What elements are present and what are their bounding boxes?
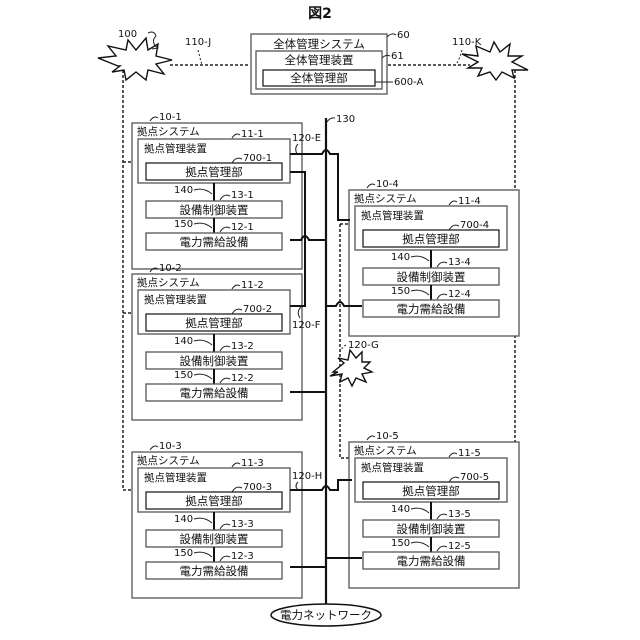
site-device-label: 拠点管理装置 bbox=[361, 209, 424, 222]
site-system-label: 拠点システム bbox=[137, 125, 200, 138]
site-system-label: 拠点システム bbox=[354, 444, 417, 457]
power-network-label: 電力ネットワーク bbox=[280, 608, 372, 622]
site-control-label: 設備制御装置 bbox=[180, 532, 249, 546]
site-system: 拠点システム 10-5 拠点管理装置 11-5 拠点管理部700-5 140 設備制御装置 1… bbox=[349, 431, 519, 588]
site-unit-label: 拠点管理部 bbox=[185, 316, 243, 330]
ref-link-140: 140 bbox=[391, 504, 410, 515]
leader-site-system bbox=[150, 117, 158, 121]
site-unit-label: 拠点管理部 bbox=[185, 165, 243, 179]
ref-site-control: 13-2 bbox=[231, 341, 254, 352]
site-power-label: 電力需給設備 bbox=[397, 554, 466, 568]
ref-link-150: 150 bbox=[174, 370, 193, 381]
central-unit-label: 全体管理部 bbox=[290, 71, 348, 85]
figure-title: 図2 bbox=[308, 6, 332, 22]
site-system: 拠点システム 10-1 拠点管理装置 11-1 拠点管理部700-1 140 設備制御装置 1… bbox=[132, 112, 302, 269]
ref-link-140: 140 bbox=[174, 185, 193, 196]
ref-site-control: 13-4 bbox=[448, 257, 471, 268]
ref-120-g: 120-G bbox=[348, 340, 379, 351]
leader-site-system bbox=[150, 446, 158, 450]
leader-site-system bbox=[367, 184, 375, 188]
ref-site-device: 11-4 bbox=[458, 196, 481, 207]
site-control-label: 設備制御装置 bbox=[397, 522, 466, 536]
central-management-system: 全体管理システム 全体管理装置 全体管理部 bbox=[251, 34, 387, 94]
network-burst-left-icon bbox=[98, 38, 172, 80]
leader-60 bbox=[387, 34, 396, 37]
leader-110-k bbox=[456, 50, 462, 65]
ref-110-j: 110-J bbox=[185, 37, 211, 48]
leader-site-system bbox=[367, 436, 375, 440]
site-system-label: 拠点システム bbox=[137, 276, 200, 289]
ref-site-system: 10-2 bbox=[159, 263, 182, 274]
ref-site-system: 10-4 bbox=[376, 179, 399, 190]
site-unit-label: 拠点管理部 bbox=[402, 232, 460, 246]
site-device-label: 拠点管理装置 bbox=[144, 142, 207, 155]
ref-site-unit: 700-3 bbox=[243, 482, 272, 493]
site-control-label: 設備制御装置 bbox=[180, 354, 249, 368]
ref-100: 100 bbox=[118, 29, 137, 40]
ref-site-unit: 700-1 bbox=[243, 153, 272, 164]
site-system: 拠点システム 10-4 拠点管理装置 11-4 拠点管理部700-4 140 設備制御装置 1… bbox=[349, 179, 519, 336]
ref-site-unit: 700-2 bbox=[243, 304, 272, 315]
ref-link-140: 140 bbox=[174, 514, 193, 525]
site-power-label: 電力需給設備 bbox=[397, 302, 466, 316]
ref-120-h: 120-H bbox=[292, 471, 322, 482]
site-unit-label: 拠点管理部 bbox=[402, 484, 460, 498]
ref-site-system: 10-1 bbox=[159, 112, 182, 123]
power-network-node: 電力ネットワーク bbox=[271, 604, 381, 626]
site-unit-label: 拠点管理部 bbox=[185, 494, 243, 508]
site-device-label: 拠点管理装置 bbox=[144, 293, 207, 306]
ref-site-power: 12-3 bbox=[231, 551, 254, 562]
ref-site-control: 13-3 bbox=[231, 519, 254, 530]
site-system: 拠点システム 10-3 拠点管理装置 11-3 拠点管理部700-3 140 設備制御装置 1… bbox=[132, 441, 302, 598]
ref-site-unit: 700-5 bbox=[460, 472, 489, 483]
ref-site-unit: 700-4 bbox=[460, 220, 489, 231]
ref-site-power: 12-4 bbox=[448, 289, 471, 300]
site-control-label: 設備制御装置 bbox=[180, 203, 249, 217]
ref-link-140: 140 bbox=[391, 252, 410, 263]
ref-site-device: 11-3 bbox=[241, 458, 264, 469]
site-system-label: 拠点システム bbox=[354, 192, 417, 205]
site-power-label: 電力需給設備 bbox=[180, 235, 249, 249]
leader-130 bbox=[327, 118, 335, 122]
site-power-label: 電力需給設備 bbox=[180, 564, 249, 578]
ref-130: 130 bbox=[336, 114, 355, 125]
leader-110-j bbox=[198, 50, 202, 65]
central-system-label: 全体管理システム bbox=[273, 37, 365, 51]
site-device-label: 拠点管理装置 bbox=[144, 471, 207, 484]
site-power-label: 電力需給設備 bbox=[180, 386, 249, 400]
ref-61: 61 bbox=[391, 51, 404, 62]
ref-link-150: 150 bbox=[174, 219, 193, 230]
ref-site-device: 11-2 bbox=[241, 280, 264, 291]
ref-120-e: 120-E bbox=[292, 133, 321, 144]
ref-120-f: 120-F bbox=[292, 320, 321, 331]
ref-site-power: 12-2 bbox=[231, 373, 254, 384]
site-control-label: 設備制御装置 bbox=[397, 270, 466, 284]
leader-120-g bbox=[340, 345, 346, 352]
ref-site-device: 11-5 bbox=[458, 448, 481, 459]
ref-110-k: 110-K bbox=[452, 37, 482, 48]
ref-site-control: 13-1 bbox=[231, 190, 254, 201]
ref-site-power: 12-1 bbox=[231, 222, 254, 233]
ref-site-power: 12-5 bbox=[448, 541, 471, 552]
ref-600-a: 600-A bbox=[394, 77, 423, 88]
ref-link-150: 150 bbox=[391, 538, 410, 549]
site-system-label: 拠点システム bbox=[137, 454, 200, 467]
ref-site-system: 10-3 bbox=[159, 441, 182, 452]
ref-site-control: 13-5 bbox=[448, 509, 471, 520]
network-burst-middle-icon bbox=[330, 350, 372, 386]
site-system: 拠点システム 10-2 拠点管理装置 11-2 拠点管理部700-2 140 設備制御装置 1… bbox=[132, 263, 302, 420]
ref-site-system: 10-5 bbox=[376, 431, 399, 442]
ref-60: 60 bbox=[397, 30, 410, 41]
central-device-label: 全体管理装置 bbox=[285, 53, 354, 67]
ref-link-140: 140 bbox=[174, 336, 193, 347]
ref-link-150: 150 bbox=[391, 286, 410, 297]
ref-site-device: 11-1 bbox=[241, 129, 264, 140]
ref-link-150: 150 bbox=[174, 548, 193, 559]
site-device-label: 拠点管理装置 bbox=[361, 461, 424, 474]
